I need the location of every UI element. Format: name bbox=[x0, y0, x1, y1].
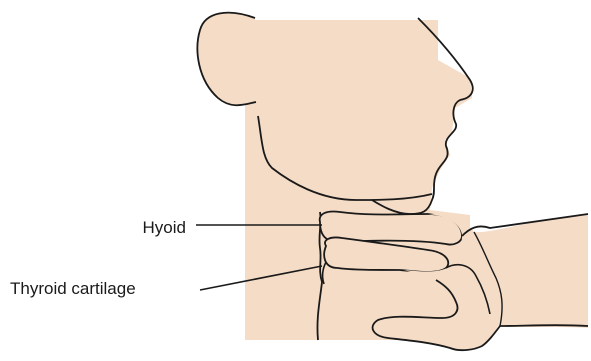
neck-skin-region bbox=[245, 20, 472, 340]
thyroid-cartilage-label: Thyroid cartilage bbox=[10, 280, 136, 297]
hyoid-label: Hyoid bbox=[143, 219, 186, 236]
